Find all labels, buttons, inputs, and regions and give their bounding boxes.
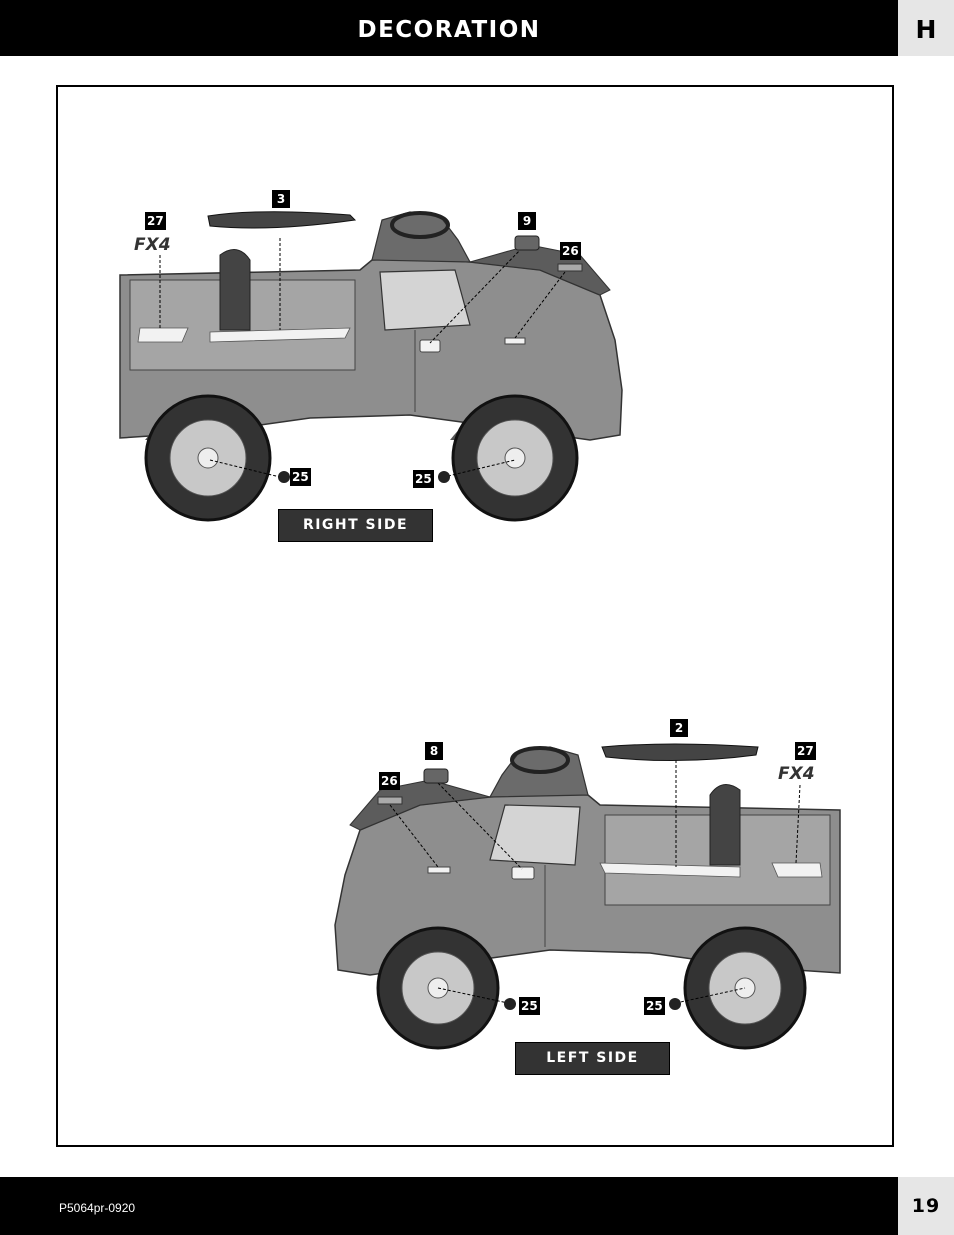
callout-25-right-front: 25 (413, 470, 434, 488)
callout-9-right: 9 (518, 212, 536, 230)
callout-2-left: 2 (670, 719, 688, 737)
callout-25-left-rear: 25 (644, 997, 665, 1015)
header-bar (0, 0, 898, 56)
page-title: DECORATION (357, 17, 541, 43)
callout-26-left: 26 (379, 772, 400, 790)
callout-25-right-rear: 25 (290, 468, 311, 486)
callout-3-right: 3 (272, 190, 290, 208)
left-side-label: LEFT SIDE (515, 1042, 670, 1075)
left-side-truck: FX4 (334, 743, 841, 1050)
right-side-truck: FX4 (119, 211, 623, 522)
footer-bar (0, 1177, 898, 1235)
section-letter: H (915, 15, 937, 44)
callout-26-right: 26 (560, 242, 581, 260)
section-tab: H (898, 0, 954, 56)
page-number: 19 (911, 1195, 941, 1217)
fx4-decal-text-left: FX4 (778, 764, 815, 784)
document-code: P5064pr-0920 (59, 1201, 136, 1215)
right-side-label: RIGHT SIDE (278, 509, 433, 542)
diagram-frame (56, 85, 894, 1147)
callout-8-left: 8 (425, 742, 443, 760)
callout-25-left-front: 25 (519, 997, 540, 1015)
callout-27-right: 27 (145, 212, 166, 230)
fx4-decal-text: FX4 (134, 235, 171, 255)
callout-27-left: 27 (795, 742, 816, 760)
page-number-tab: 19 (898, 1177, 954, 1235)
